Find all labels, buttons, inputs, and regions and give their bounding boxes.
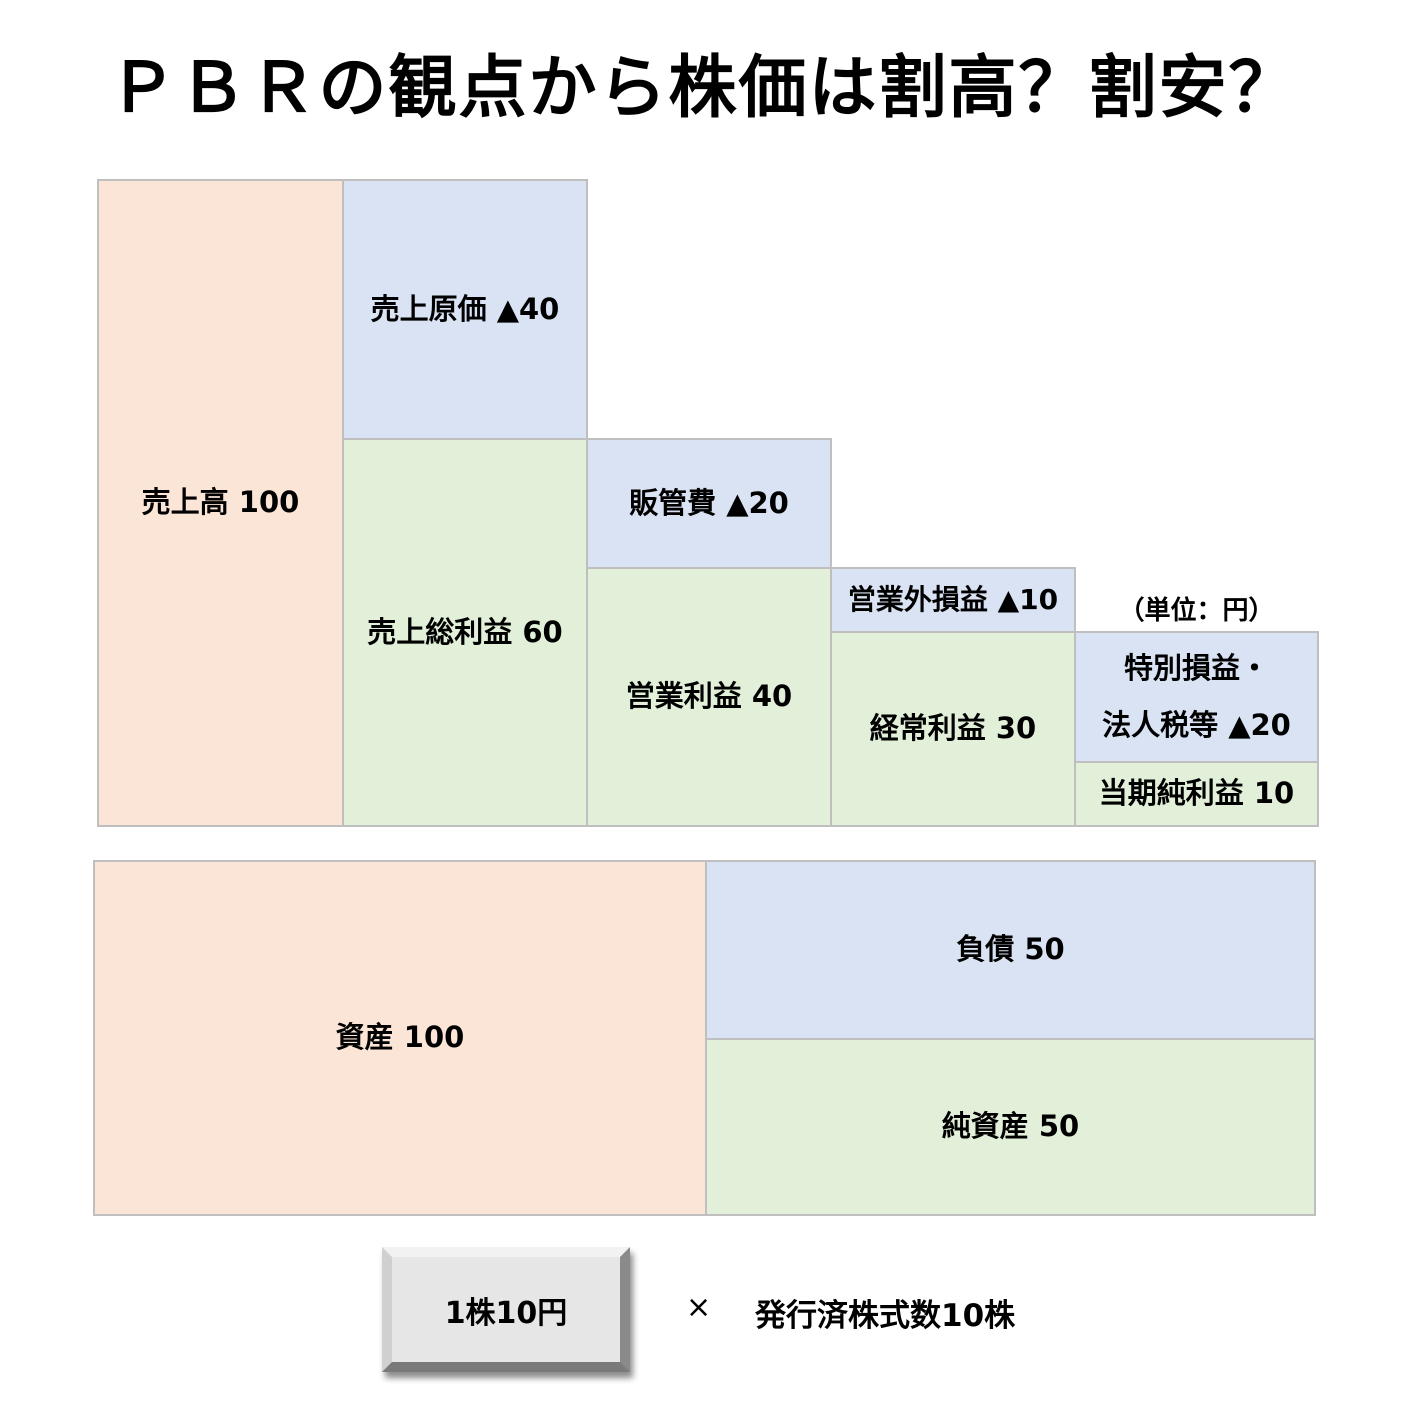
assets-label: 資産 100 [335,1020,465,1055]
share-price-label: 1株10円 [444,1295,568,1331]
net-income-block: 当期純利益 10 [1074,761,1319,827]
cost-of-sales-block: 売上原価 ▲40 [342,179,588,440]
net-assets-block: 純資産 50 [705,1038,1316,1216]
unit-note: （単位：円） [1118,596,1275,626]
ordinary-profit-block: 経常利益 30 [830,631,1076,827]
net-assets-label: 純資産 50 [941,1109,1080,1144]
extraordinary-tax-line1: 特別損益・ [1123,651,1269,686]
non-operating-label: 営業外損益 ▲10 [847,583,1059,617]
multiply-sign: × [686,1290,712,1325]
net-income-label: 当期純利益 10 [1098,776,1295,811]
extraordinary-tax-block: 特別損益・ 法人税等 ▲20 [1074,631,1319,763]
revenue-block: 売上高 100 [97,179,344,827]
non-operating-block: 営業外損益 ▲10 [830,567,1076,633]
liabilities-label: 負債 50 [956,932,1065,967]
liabilities-block: 負債 50 [705,860,1316,1040]
sga-block: 販管費 ▲20 [586,438,832,569]
assets-block: 資産 100 [93,860,707,1216]
extraordinary-tax-line2: 法人税等 ▲20 [1102,708,1291,742]
cost-of-sales-label: 売上原価 ▲40 [370,291,560,326]
share-price-button[interactable]: 1株10円 [382,1247,630,1372]
ordinary-profit-label: 経常利益 30 [869,711,1037,746]
gross-profit-label: 売上総利益 60 [367,614,563,649]
shares-outstanding-label: 発行済株式数10株 [755,1298,1016,1334]
revenue-label: 売上高 100 [141,485,300,520]
sga-label: 販管費 ▲20 [629,485,789,520]
operating-profit-block: 営業利益 40 [586,567,832,827]
page-title: ＰＢＲの観点から株価は割高？割安？ [108,49,1299,128]
operating-profit-label: 営業利益 40 [625,679,793,714]
gross-profit-block: 売上総利益 60 [342,438,588,827]
